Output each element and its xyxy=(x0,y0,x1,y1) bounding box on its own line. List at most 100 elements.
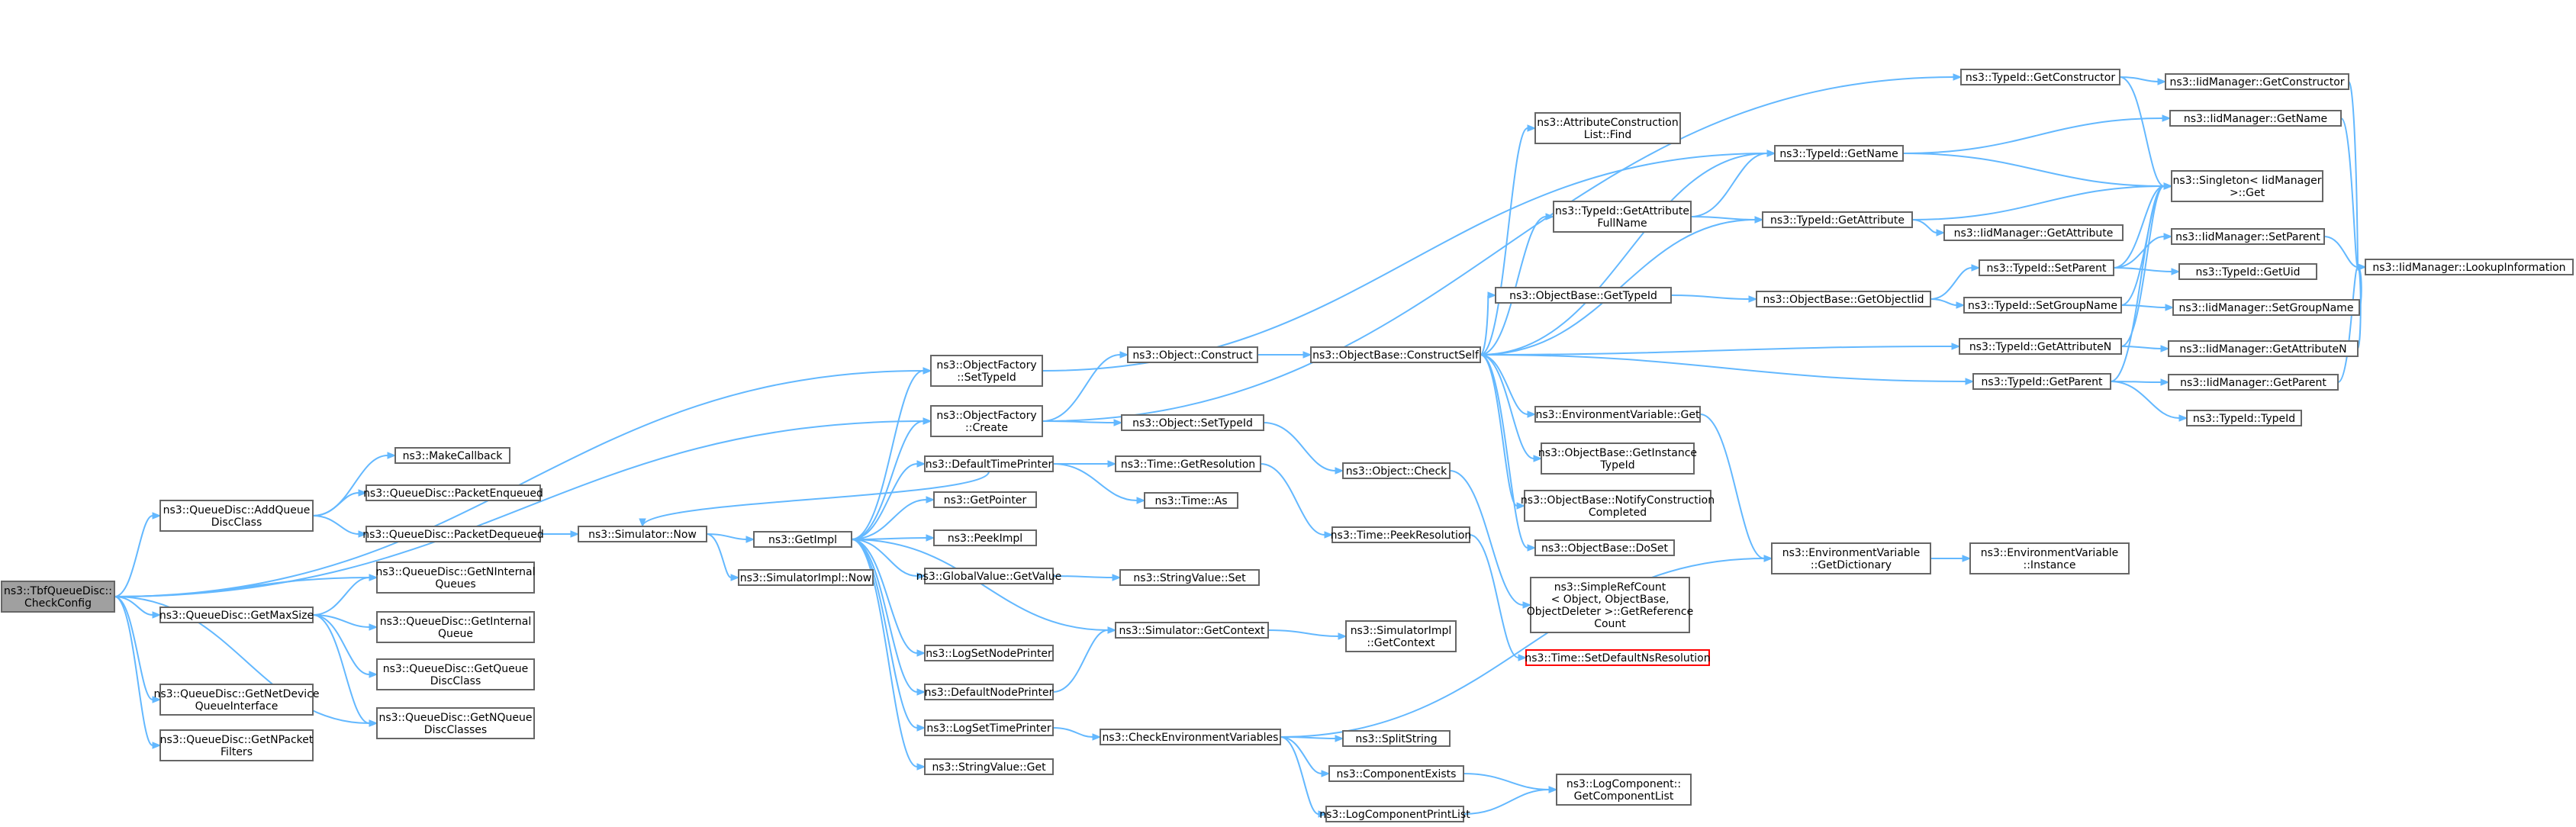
node-type-id-set-parent[interactable]: ns3::TypeId::SetParent xyxy=(1979,259,2114,276)
edge-log-set-time-printer-to-check-environment-variables xyxy=(1052,727,1093,738)
node-log-set-node-printer[interactable]: ns3::LogSetNodePrinter xyxy=(924,645,1054,661)
edge-get-impl-to-log-set-time-printer xyxy=(851,539,918,729)
node-log-set-time-printer[interactable]: ns3::LogSetTimePrinter xyxy=(924,719,1054,736)
node-check-environment-variables[interactable]: ns3::CheckEnvironmentVariables xyxy=(1100,729,1281,745)
node-get-impl[interactable]: ns3::GetImpl xyxy=(753,531,852,548)
edge-add-queue-disc-class-to-packet-dequeued xyxy=(312,515,359,535)
node-packet-dequeued[interactable]: ns3::QueueDisc::PacketDequeued xyxy=(362,526,544,542)
node-log-component-print-list[interactable]: ns3::LogComponentPrintList xyxy=(1319,806,1470,822)
node-iid-manager-get-attribute[interactable]: ns3::IidManager::GetAttribute xyxy=(1943,224,2124,241)
node-environment-variable-instance[interactable]: ns3::EnvironmentVariable::Instance xyxy=(1969,542,2130,574)
node-string-value-get[interactable]: ns3::StringValue::Get xyxy=(924,758,1054,775)
node-object-base-do-set[interactable]: ns3::ObjectBase::DoSet xyxy=(1534,539,1675,556)
edge-arrowhead xyxy=(1092,733,1102,741)
node-box xyxy=(738,569,874,586)
node-label: ns3::ObjectFactory xyxy=(936,410,1036,422)
node-iid-manager-get-parent[interactable]: ns3::IidManager::GetParent xyxy=(2168,374,2339,391)
node-box xyxy=(1328,765,1464,782)
node-label: ns3::ComponentExists xyxy=(1337,768,1457,780)
node-iid-manager-set-group-name[interactable]: ns3::IidManager::SetGroupName xyxy=(2172,299,2360,316)
node-label: ns3::Time::PeekResolution xyxy=(1331,529,1472,542)
node-time-as[interactable]: ns3::Time::As xyxy=(1144,492,1238,509)
node-label: ns3::ObjectBase::GetInstance xyxy=(1538,447,1697,459)
node-global-value-get-value[interactable]: ns3::GlobalValue::GetValue xyxy=(916,568,1061,584)
node-simulator-get-context[interactable]: ns3::Simulator::GetContext xyxy=(1115,622,1269,639)
node-simulator-impl-now[interactable]: ns3::SimulatorImpl::Now xyxy=(738,569,874,586)
node-singleton-iid-manager-get[interactable]: ns3::Singleton< IidManager>::Get xyxy=(2171,170,2323,202)
node-box xyxy=(578,526,707,542)
node-object-base-notify-construction-completed[interactable]: ns3::ObjectBase::NotifyConstructionCompl… xyxy=(1521,490,1715,522)
node-iid-manager-get-attribute-n[interactable]: ns3::IidManager::GetAttributeN xyxy=(2168,340,2359,357)
node-label: CheckConfig xyxy=(24,597,92,610)
node-label: ns3::LogSetNodePrinter xyxy=(926,648,1052,660)
node-object-set-type-id[interactable]: ns3::Object::SetTypeId xyxy=(1121,414,1264,431)
node-iid-manager-set-parent[interactable]: ns3::IidManager::SetParent xyxy=(2171,228,2325,245)
node-iid-manager-lookup-information[interactable]: ns3::IidManager::LookupInformation xyxy=(2365,259,2574,275)
node-string-value-set[interactable]: ns3::StringValue::Set xyxy=(1119,569,1260,586)
edge-get-max-size-to-get-nqueue-disc-classes xyxy=(312,614,370,724)
node-default-node-printer[interactable]: ns3::DefaultNodePrinter xyxy=(924,684,1054,700)
node-label: ns3::ObjectBase::ConstructSelf xyxy=(1312,349,1480,362)
node-label: ns3::QueueDisc::GetNInternal xyxy=(376,566,536,578)
edge-type-id-get-attribute-full-name-to-type-id-get-attribute xyxy=(1690,216,1756,220)
node-box xyxy=(1310,346,1481,363)
node-object-base-get-object-iid[interactable]: ns3::ObjectBase::GetObjectIid xyxy=(1756,291,1931,307)
edge-simulator-now-to-get-impl xyxy=(706,533,747,540)
node-simulator-impl-get-context[interactable]: ns3::SimulatorImpl::GetContext xyxy=(1345,620,1457,652)
node-label: ns3::TypeId::GetAttributeN xyxy=(1969,341,2111,353)
node-component-exists[interactable]: ns3::ComponentExists xyxy=(1328,765,1464,782)
node-time-set-default-ns-resolution[interactable]: ns3::Time::SetDefaultNsResolution xyxy=(1525,649,1711,666)
node-get-max-size[interactable]: ns3::QueueDisc::GetMaxSize xyxy=(159,607,314,623)
node-simulator-now[interactable]: ns3::Simulator::Now xyxy=(578,526,707,542)
node-box xyxy=(159,684,314,716)
node-type-id-get-uid[interactable]: ns3::TypeId::GetUid xyxy=(2178,263,2317,280)
node-make-callback[interactable]: ns3::MakeCallback xyxy=(394,447,510,464)
node-split-string[interactable]: ns3::SplitString xyxy=(1342,730,1451,747)
node-environment-variable-get[interactable]: ns3::EnvironmentVariable::Get xyxy=(1534,406,1701,423)
node-object-factory-create[interactable]: ns3::ObjectFactory::Create xyxy=(930,405,1043,437)
edge-arrowhead xyxy=(152,611,162,619)
node-object-check[interactable]: ns3::Object::Check xyxy=(1342,462,1451,479)
node-iid-manager-get-constructor[interactable]: ns3::IidManager::GetConstructor xyxy=(2165,73,2349,90)
node-object-factory-set-type-id[interactable]: ns3::ObjectFactory::SetTypeId xyxy=(930,355,1043,387)
edge-arrowhead xyxy=(745,536,755,543)
node-object-construct[interactable]: ns3::Object::Construct xyxy=(1127,346,1258,363)
node-peek-impl[interactable]: ns3::PeekImpl xyxy=(933,529,1037,546)
node-type-id-get-attribute-n[interactable]: ns3::TypeId::GetAttributeN xyxy=(1959,338,2122,355)
node-object-base-get-type-id[interactable]: ns3::ObjectBase::GetTypeId xyxy=(1495,287,1672,304)
node-root[interactable]: ns3::TbfQueueDisc::CheckConfig xyxy=(1,581,115,613)
node-get-net-device-queue-interface[interactable]: ns3::QueueDisc::GetNetDeviceQueueInterfa… xyxy=(154,684,320,716)
node-default-time-printer[interactable]: ns3::DefaultTimePrinter xyxy=(924,455,1054,472)
node-type-id-get-parent[interactable]: ns3::TypeId::GetParent xyxy=(1972,373,2111,390)
node-time-get-resolution[interactable]: ns3::Time::GetResolution xyxy=(1115,455,1261,472)
node-time-peek-resolution[interactable]: ns3::Time::PeekResolution xyxy=(1331,526,1472,543)
node-box xyxy=(159,729,314,761)
node-label: ns3::Object::Construct xyxy=(1132,349,1253,362)
edge-object-base-construct-self-to-attribute-construction-list-find xyxy=(1480,127,1528,356)
node-label: ns3::IidManager::GetAttribute xyxy=(1954,227,2114,240)
node-iid-manager-get-name[interactable]: ns3::IidManager::GetName xyxy=(2169,110,2342,127)
node-type-id-get-name[interactable]: ns3::TypeId::GetName xyxy=(1774,145,1904,162)
edge-arrowhead xyxy=(926,534,935,542)
edge-time-get-resolution-to-time-peek-resolution xyxy=(1260,463,1325,536)
node-get-pointer[interactable]: ns3::GetPointer xyxy=(933,491,1037,508)
node-type-id-type-id[interactable]: ns3::TypeId::TypeId xyxy=(2186,410,2302,426)
node-type-id-get-attribute[interactable]: ns3::TypeId::GetAttribute xyxy=(1762,211,1913,228)
node-type-id-get-constructor[interactable]: ns3::TypeId::GetConstructor xyxy=(1960,69,2120,85)
node-packet-enqueued[interactable]: ns3::QueueDisc::PacketEnqueued xyxy=(363,484,543,501)
node-object-base-construct-self[interactable]: ns3::ObjectBase::ConstructSelf xyxy=(1310,346,1481,363)
node-environment-variable-get-dictionary[interactable]: ns3::EnvironmentVariable::GetDictionary xyxy=(1771,542,1931,574)
node-type-id-set-group-name[interactable]: ns3::TypeId::SetGroupName xyxy=(1963,297,2122,314)
node-label: ns3::TypeId::TypeId xyxy=(2193,413,2295,425)
node-log-component-get-component-list[interactable]: ns3::LogComponent::GetComponentList xyxy=(1556,774,1692,806)
node-simple-ref-count-get-reference-count[interactable]: ns3::SimpleRefCount< Object, ObjectBase,… xyxy=(1527,577,1693,633)
